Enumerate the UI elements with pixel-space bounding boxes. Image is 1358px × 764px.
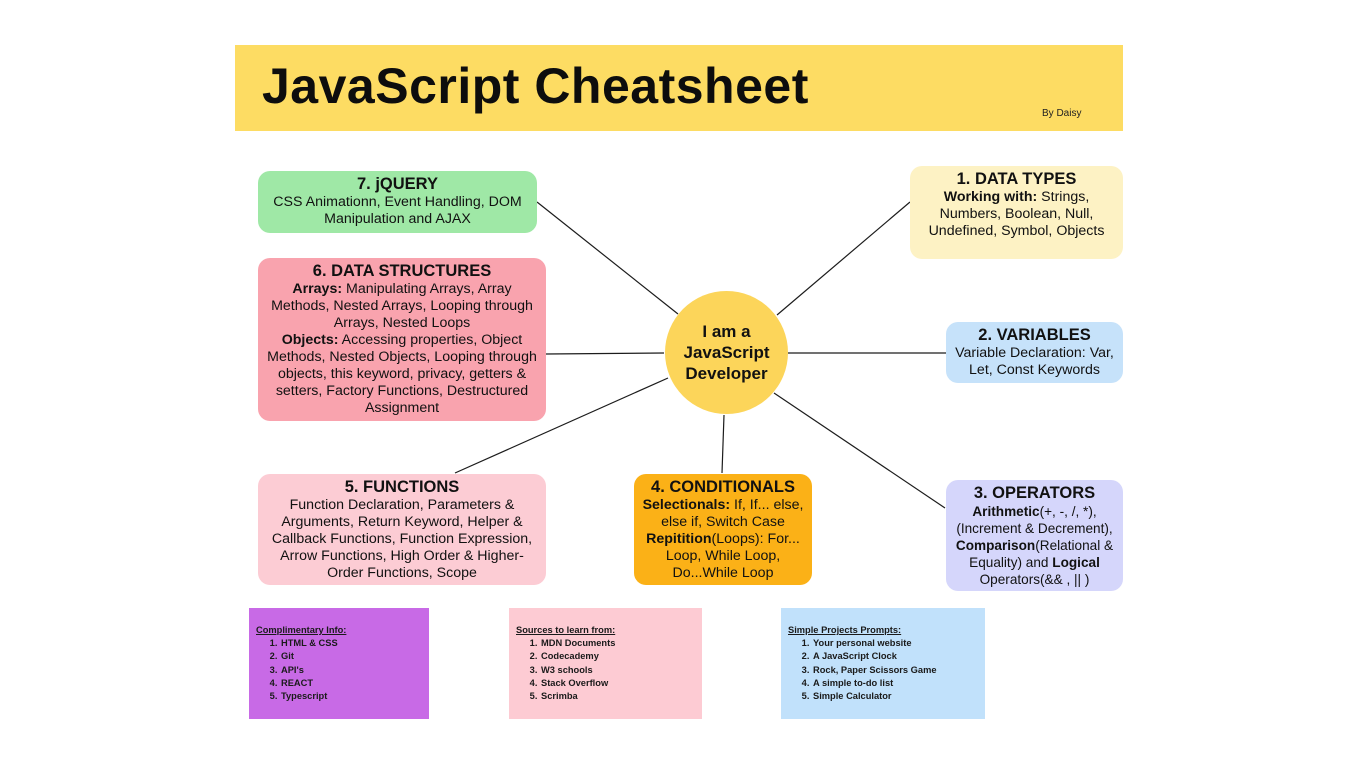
topic-text: Operators(&& , || ) [979, 572, 1090, 587]
topic-conditionals: 4. CONDITIONALS Selectionals: If, If... … [634, 474, 812, 585]
connector-conditionals [721, 414, 725, 474]
topic-bold-lead: Arithmetic [972, 504, 1040, 519]
list-item: A JavaScript Clock [812, 650, 985, 663]
topic-title: 2. VARIABLES [978, 326, 1091, 344]
author-byline: By Daisy [1042, 108, 1082, 119]
center-line: JavaScript [683, 343, 770, 362]
list-item: Scrimba [540, 690, 702, 703]
header-banner: JavaScript Cheatsheet By Daisy [235, 45, 1123, 131]
page-title: JavaScript Cheatsheet [262, 58, 809, 114]
note-list: Your personal website A JavaScript Clock… [788, 637, 985, 703]
list-item: HTML & CSS [280, 637, 429, 650]
note-list: HTML & CSS Git API's REACT Typescript [256, 637, 429, 703]
topic-bold-lead: Arrays: [292, 281, 343, 297]
list-item: A simple to-do list [812, 677, 985, 690]
topic-bold-lead: Comparison [955, 538, 1036, 553]
topic-text: (Loops): For... Loop, While Loop, Do...W… [665, 531, 800, 581]
topic-data-structures: 6. DATA STRUCTURES Arrays: Manipulating … [258, 258, 546, 421]
topic-bold-lead: Logical [1052, 555, 1100, 570]
note-heading: Sources to learn from: [516, 625, 616, 635]
topic-bold-lead: Repitition [646, 531, 712, 547]
topic-title: 6. DATA STRUCTURES [312, 262, 492, 280]
topic-text: Variable Declaration: Var, Let, Const Ke… [955, 345, 1114, 378]
topic-title: 5. FUNCTIONS [344, 478, 460, 496]
note-heading: Complimentary Info: [256, 625, 347, 635]
list-item: Simple Calculator [812, 690, 985, 703]
list-item: Rock, Paper Scissors Game [812, 664, 985, 677]
list-item: Stack Overflow [540, 677, 702, 690]
topic-text: (+, -, /, *), (Increment & Decrement), [956, 504, 1113, 536]
topic-functions: 5. FUNCTIONS Function Declaration, Param… [258, 474, 546, 585]
topic-text: Accessing properties, Object Methods, Ne… [267, 332, 537, 416]
topic-variables: 2. VARIABLES Variable Declaration: Var, … [946, 322, 1123, 383]
note-list: MDN Documents Codecademy W3 schools Stac… [516, 637, 702, 703]
list-item: REACT [280, 677, 429, 690]
topic-text: Manipulating Arrays, Array Methods, Nest… [271, 281, 533, 331]
topic-operators: 3. OPERATORS Arithmetic(+, -, /, *), (In… [946, 480, 1123, 591]
note-projects: Simple Projects Prompts: Your personal w… [781, 608, 985, 719]
list-item: Codecademy [540, 650, 702, 663]
topic-title: 4. CONDITIONALS [651, 478, 795, 496]
topic-text: Strings, Numbers, Boolean, Null, Undefin… [928, 189, 1105, 239]
list-item: Your personal website [812, 637, 985, 650]
topic-data-types: 1. DATA TYPES Working with: Strings, Num… [910, 166, 1123, 259]
connector-jquery [536, 201, 679, 315]
connector-data-types [776, 201, 911, 316]
list-item: W3 schools [540, 664, 702, 677]
connector-functions [454, 377, 669, 474]
connector-operators [773, 392, 946, 509]
list-item: MDN Documents [540, 637, 702, 650]
topic-text: Function Declaration, Parameters & Argum… [271, 497, 533, 581]
topic-text: (Relational & Equality) and [969, 538, 1114, 570]
list-item: Typescript [280, 690, 429, 703]
connector-data-structures [545, 352, 665, 355]
topic-bold-lead: Selectionals: [642, 497, 731, 513]
note-sources: Sources to learn from: MDN Documents Cod… [509, 608, 702, 719]
topic-title: 7. jQUERY [357, 175, 438, 193]
center-line: Developer [685, 364, 768, 383]
topic-bold-lead: Working with: [943, 189, 1038, 205]
topic-bold-lead: Objects: [281, 332, 339, 348]
center-line: I am a [702, 322, 751, 341]
topic-text: If, If... else, else if, Switch Case [661, 497, 804, 530]
center-node: I am a JavaScript Developer [665, 291, 788, 414]
note-heading: Simple Projects Prompts: [788, 625, 902, 635]
topic-jquery: 7. jQUERY CSS Animationn, Event Handling… [258, 171, 537, 233]
list-item: Git [280, 650, 429, 663]
list-item: API's [280, 664, 429, 677]
note-complimentary-info: Complimentary Info: HTML & CSS Git API's… [249, 608, 429, 719]
topic-title: 1. DATA TYPES [956, 170, 1077, 188]
topic-text: CSS Animationn, Event Handling, DOM Mani… [273, 194, 522, 227]
topic-title: 3. OPERATORS [973, 484, 1096, 502]
